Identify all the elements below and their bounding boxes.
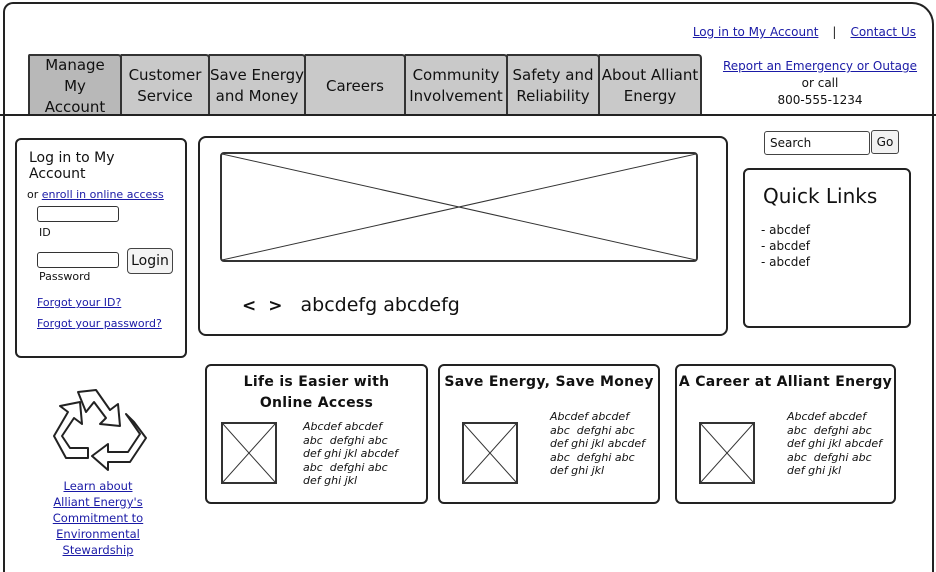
tab-save-energy[interactable]: Save Energy and Money	[208, 54, 306, 116]
login-title: Log in to My Account	[29, 150, 115, 182]
card-body: Abcdef abcdef abc defghi abc def ghi jkl…	[787, 410, 882, 477]
card-image-placeholder	[699, 422, 755, 484]
enroll-link[interactable]: enroll in online access	[41, 188, 164, 201]
or-text: or	[27, 188, 39, 201]
environment-link[interactable]: Learn about Alliant Energy's Commitment …	[52, 479, 144, 557]
tab-community[interactable]: Community Involvement	[404, 54, 508, 116]
tab-manage-my-account[interactable]: Manage My Account	[28, 54, 122, 116]
password-field[interactable]	[37, 252, 119, 268]
nav-divider	[0, 114, 936, 116]
tab-about[interactable]: About Alliant Energy	[598, 54, 702, 116]
placeholder-cross	[463, 423, 517, 483]
card-image-placeholder	[462, 422, 518, 484]
tab-careers[interactable]: Careers	[304, 54, 406, 116]
quick-links-title: Quick Links	[763, 184, 878, 208]
quick-link-item[interactable]: - abcdef	[761, 255, 810, 269]
card-title: Life is Easier with Online Access	[243, 374, 390, 411]
go-button[interactable]: Go	[871, 130, 899, 154]
main-nav: Manage My Account Customer Service Save …	[28, 54, 702, 116]
search-input[interactable]: Search	[764, 131, 870, 155]
phone-number: 800-555-1234	[777, 93, 863, 107]
recycle-icon	[53, 389, 147, 471]
card-body: Abcdef abcdef abc defghi abc def ghi jkl…	[303, 420, 398, 487]
hero-controls: < > abcdefg abcdefg	[242, 294, 460, 316]
hero-image-placeholder	[220, 152, 698, 262]
placeholder-cross	[222, 154, 696, 260]
separator: |	[832, 25, 837, 39]
card-career[interactable]: A Career at Alliant Energy Abcdef abcdef…	[675, 364, 896, 504]
card-save-energy[interactable]: Save Energy, Save Money Abcdef abcdef ab…	[438, 364, 660, 504]
hero-caption: abcdefg abcdefg	[300, 294, 460, 316]
id-field[interactable]	[37, 206, 119, 222]
card-image-placeholder	[221, 422, 277, 484]
top-links: Log in to My Account | Contact Us	[693, 25, 916, 39]
login-button[interactable]: Login	[127, 248, 173, 274]
placeholder-cross	[700, 423, 754, 483]
login-link[interactable]: Log in to My Account	[692, 25, 819, 39]
enroll-row: or enroll in online access	[27, 188, 175, 201]
forgot-password-link[interactable]: Forgot your password?	[37, 317, 162, 330]
contact-link[interactable]: Contact Us	[850, 25, 916, 39]
next-arrow-icon[interactable]: >	[268, 296, 283, 316]
or-call-text: or call	[801, 76, 839, 90]
tab-safety[interactable]: Safety and Reliability	[506, 54, 600, 116]
id-label: ID	[39, 226, 51, 239]
emergency-block: Report an Emergency or Outage or call 80…	[720, 58, 920, 109]
quick-links-panel: Quick Links - abcdef - abcdef - abcdef	[743, 168, 911, 328]
card-body: Abcdef abcdef abc defghi abc def ghi jkl…	[550, 410, 645, 477]
login-panel: Log in to My Account or enroll in online…	[15, 138, 187, 358]
window-frame	[3, 2, 934, 572]
password-label: Password	[39, 270, 91, 283]
hero-carousel: < > abcdefg abcdefg	[198, 136, 728, 336]
prev-arrow-icon[interactable]: <	[242, 296, 257, 316]
quick-link-item[interactable]: - abcdef	[761, 223, 810, 237]
forgot-id-link[interactable]: Forgot your ID?	[37, 296, 122, 309]
card-title: Save Energy, Save Money	[444, 374, 654, 390]
placeholder-cross	[222, 423, 276, 483]
tab-customer-service[interactable]: Customer Service	[120, 54, 210, 116]
card-title: A Career at Alliant Energy	[678, 374, 893, 390]
emergency-link[interactable]: Report an Emergency or Outage	[722, 59, 918, 73]
quick-link-item[interactable]: - abcdef	[761, 239, 810, 253]
card-online-access[interactable]: Life is Easier with Online Access Abcdef…	[205, 364, 428, 504]
